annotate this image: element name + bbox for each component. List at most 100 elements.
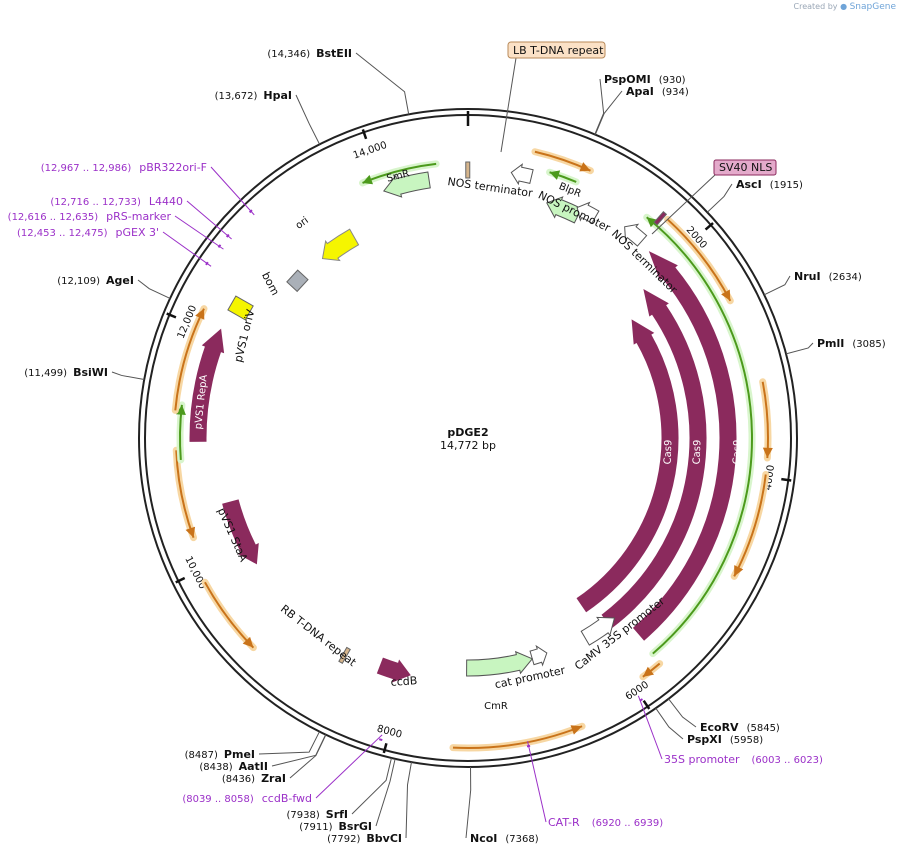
site-pspomi: PspOMI(930) [604, 73, 686, 86]
primer-l4440: L4440(12,716 .. 12,733) [50, 195, 183, 208]
site-line-pmei [258, 731, 320, 755]
orf-11-head [175, 404, 186, 416]
site-name-pmli: PmlI [817, 337, 844, 350]
tick-mark-6000 [642, 699, 651, 710]
nos-terminator-2-arrow [624, 223, 648, 247]
ccdb-label: ccdB [390, 674, 417, 689]
site-bsteii: BstEII(14,346) [267, 47, 352, 60]
primer-prs-marker: pRS-marker(12,616 .. 12,635) [8, 210, 172, 223]
lb-tdna-text: LB T-DNA repeat [513, 44, 604, 57]
credit-brand: SnapGene [849, 2, 896, 12]
orf-4-head [762, 447, 773, 459]
site-name-zrai: ZraI [261, 772, 286, 785]
plasmid-length: 14,772 bp [440, 439, 496, 452]
site-pos-bsteii: (14,346) [267, 49, 310, 60]
plasmid-name: pDGE2 [447, 426, 488, 439]
tick-label-6000: 6000 [624, 679, 651, 702]
orf-7-head [642, 666, 654, 677]
rb-tdna-label: RB T-DNA repeat [278, 602, 359, 669]
sv40-nls-text: SV40 NLS [719, 161, 772, 174]
primer-name-35s-promoter: 35S promoter [664, 753, 740, 766]
site-pos-srfi: (7938) [287, 810, 320, 821]
site-name-aatii: AatII [239, 760, 268, 773]
orf-5-head [734, 565, 744, 577]
site-name-bbvci: BbvCI [366, 832, 402, 845]
orf-9-glow [201, 578, 257, 652]
site-name-nrui: NruI [794, 270, 821, 283]
pvs1-repa-arrow [189, 328, 225, 442]
primer-pos-ccdb-fwd: (8039 .. 8058) [182, 794, 254, 805]
tick-mark-8000 [382, 742, 388, 754]
orf-arcs [171, 148, 773, 752]
site-name-hpai: HpaI [263, 89, 292, 102]
site-hpai: HpaI (13,672) [215, 89, 292, 102]
site-line-zrai [289, 734, 327, 779]
site-name-ncoi: NcoI [470, 832, 497, 845]
primer-35s-promoter: 35S promoter (6003 .. 6023) [664, 753, 823, 766]
orf-10-head [185, 526, 196, 538]
primer-line-ccdb-fwd [315, 734, 383, 799]
tick-mark-2000 [704, 222, 714, 231]
site-name-pspomi: PspOMI [604, 73, 651, 86]
ori-arrow [321, 228, 360, 262]
site-line-pspxi [655, 707, 684, 740]
tick-mark-14-000 [361, 129, 368, 140]
site-name-bsrgi: BsrGI [339, 820, 372, 833]
site-pos-agei: (12,109) [57, 276, 100, 287]
site-pos-bbvci: (7792) [327, 834, 360, 845]
primer-name-l4440: L4440 [149, 195, 183, 208]
primer-pgex-3: pGEX 3'(12,453 .. 12,475) [17, 226, 159, 239]
primer-name-ccdb-fwd: ccdB-fwd [262, 792, 312, 805]
cas9-label-middle: Cas9 [692, 439, 704, 464]
site-pos-pmli: (3085) [852, 339, 885, 350]
oriv-box [227, 295, 254, 321]
site-name-pmei: PmeI [224, 748, 255, 761]
cas9-arrow-outer [632, 251, 737, 641]
site-ecorv: EcoRV(5845) [700, 721, 780, 734]
tick-mark-12-000 [166, 312, 177, 319]
primer-pos-prs-marker: (12,616 .. 12,635) [8, 212, 99, 223]
orf-3-head [721, 289, 731, 301]
orf-8-line [452, 725, 583, 749]
orf-2-head [549, 170, 561, 180]
site-srfi: SrfI(7938) [287, 808, 349, 821]
tick-label-14-000: 14,000 [352, 140, 389, 162]
site-pos-ncoi: (7368) [505, 834, 538, 845]
site-name-apai: ApaI [626, 85, 654, 98]
primer-line-pbr322ori-f [210, 166, 255, 216]
orf-8-head [570, 725, 583, 735]
site-line-bsrgi [375, 758, 396, 827]
site-pspxi: PspXI(5958) [687, 733, 763, 746]
cas9-label-inner: Cas9 [663, 439, 675, 464]
cmr-label: CmR [484, 701, 508, 712]
primer-line-cat-r [527, 741, 547, 823]
credit-prefix: Created by [793, 2, 838, 11]
site-line-bsiwi [111, 371, 145, 381]
site-pos-aatii: (8438) [199, 762, 232, 773]
orf-9-head [242, 636, 254, 648]
site-ncoi: NcoI (7368) [470, 832, 539, 845]
site-pmei: PmeI(8487) [185, 748, 255, 761]
orf-1-head [579, 162, 591, 172]
site-pos-hpai: (13,672) [215, 91, 258, 102]
primer-pos-pbr322ori-f: (12,967 .. 12,986) [41, 163, 132, 174]
site-zrai: ZraI(8436) [222, 772, 286, 785]
ccdb-arrow [376, 657, 411, 683]
cat-promoter-arrow [529, 644, 548, 667]
site-line-pmli [785, 342, 814, 355]
pvs1-staa-arrow [222, 499, 259, 565]
primer-line-35s-promoter [637, 695, 663, 760]
primer-line-prs-marker [174, 215, 224, 250]
blpr-arrow [546, 196, 583, 224]
primer-pos-35s-promoter: (6003 .. 6023) [752, 755, 824, 766]
camv-35s-arrow [580, 616, 616, 646]
cas9-label-outer: Cas9 [732, 439, 744, 464]
cas9-arrow-inner [576, 319, 679, 613]
primer-line-pgex-3 [162, 231, 212, 267]
restriction-sites: BstEII(14,346) HpaI (13,672) PspOMI(930)Apa… [24, 47, 885, 845]
primer-pbr322ori-f: pBR322ori-F(12,967 .. 12,986) [41, 161, 207, 174]
site-bbvci: BbvCI (7792) [327, 832, 402, 845]
snapgene-credit: Created by ● SnapGene [794, 2, 897, 12]
site-line-bbvci [405, 762, 412, 839]
